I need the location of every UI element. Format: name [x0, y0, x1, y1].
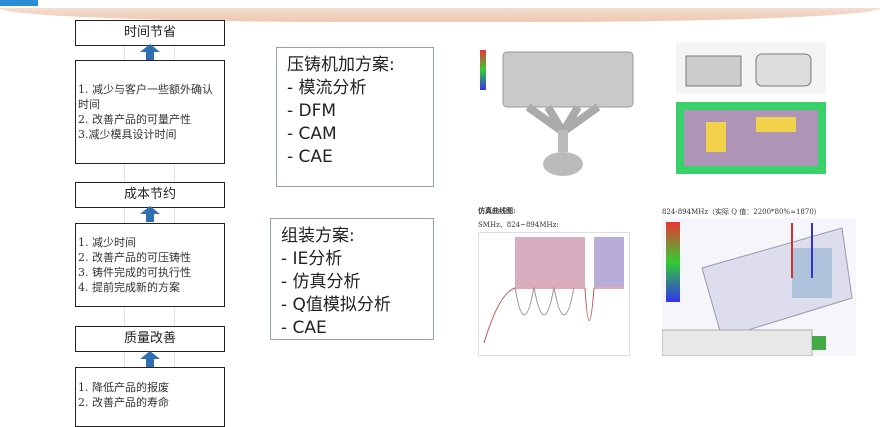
- heading-cost-saving: 成本节约: [75, 182, 225, 208]
- heading-quality: 质量改善: [75, 326, 225, 352]
- list-item: - Q值模拟分析: [281, 295, 391, 315]
- list-item: - IE分析: [281, 249, 343, 269]
- list-item: 1. 降低产品的报废: [78, 381, 169, 394]
- dfm-heatmap-image: [676, 102, 826, 174]
- corner-accent: [0, 0, 38, 6]
- hfss-simulation-image: [662, 218, 856, 356]
- list-item: - CAE: [287, 147, 333, 167]
- cost-saving-list: 1. 减少时间 2. 改善产品的可压铸性 3. 铸件完成的可执行性 4. 提前完…: [75, 223, 225, 307]
- list-item: 3. 铸件完成的可执行性: [78, 266, 191, 279]
- list-item: 3.减少模具设计时间: [78, 128, 177, 141]
- list-item: 1. 减少时间: [78, 236, 136, 249]
- casting-flow-image: [478, 42, 648, 182]
- simulation-title: 仿真曲线图:: [478, 206, 516, 215]
- list-item: 2. 改善产品的可压铸性: [78, 251, 191, 264]
- box-title: 压铸机加方案:: [287, 55, 395, 75]
- box-title: 组装方案:: [281, 226, 355, 246]
- list-item: - 仿真分析: [281, 272, 361, 292]
- list-item: - CAM: [287, 124, 337, 144]
- time-saving-list: 1. 减少与客户一些额外确认时间 2. 改善产品的可量产性 3.减少模具设计时间: [75, 60, 225, 164]
- simulation-subtitle: SMHz、824~894MHz:: [478, 221, 559, 229]
- list-item: 1. 减少与客户一些额外确认时间: [78, 83, 213, 111]
- header-band: [0, 8, 880, 22]
- benefits-column: 时间节省 1. 减少与客户一些额外确认时间 2. 改善产品的可量产性 3.减少模…: [75, 20, 225, 427]
- assembly-render-image: [676, 42, 826, 94]
- quality-list: 1. 降低产品的报废 2. 改善产品的寿命: [75, 367, 225, 427]
- list-item: 2. 改善产品的可量产性: [78, 113, 191, 126]
- simulation-curve-chart: [478, 232, 630, 356]
- list-item: 4. 提前完成新的方案: [78, 281, 180, 294]
- list-item: - CAE: [281, 318, 327, 338]
- q-value-caption: 824-894MHz（实际 Q 值：2200*80%≈1870）: [662, 208, 821, 216]
- heading-time-saving: 时间节省: [75, 20, 225, 46]
- assembly-plan-box: 组装方案: - IE分析 - 仿真分析 - Q值模拟分析 - CAE: [270, 218, 434, 340]
- die-casting-plan-box: 压铸机加方案: - 模流分析 - DFM - CAM - CAE: [276, 47, 434, 187]
- list-item: 2. 改善产品的寿命: [78, 396, 169, 409]
- list-item: - 模流分析: [287, 78, 367, 98]
- list-item: - DFM: [287, 101, 337, 121]
